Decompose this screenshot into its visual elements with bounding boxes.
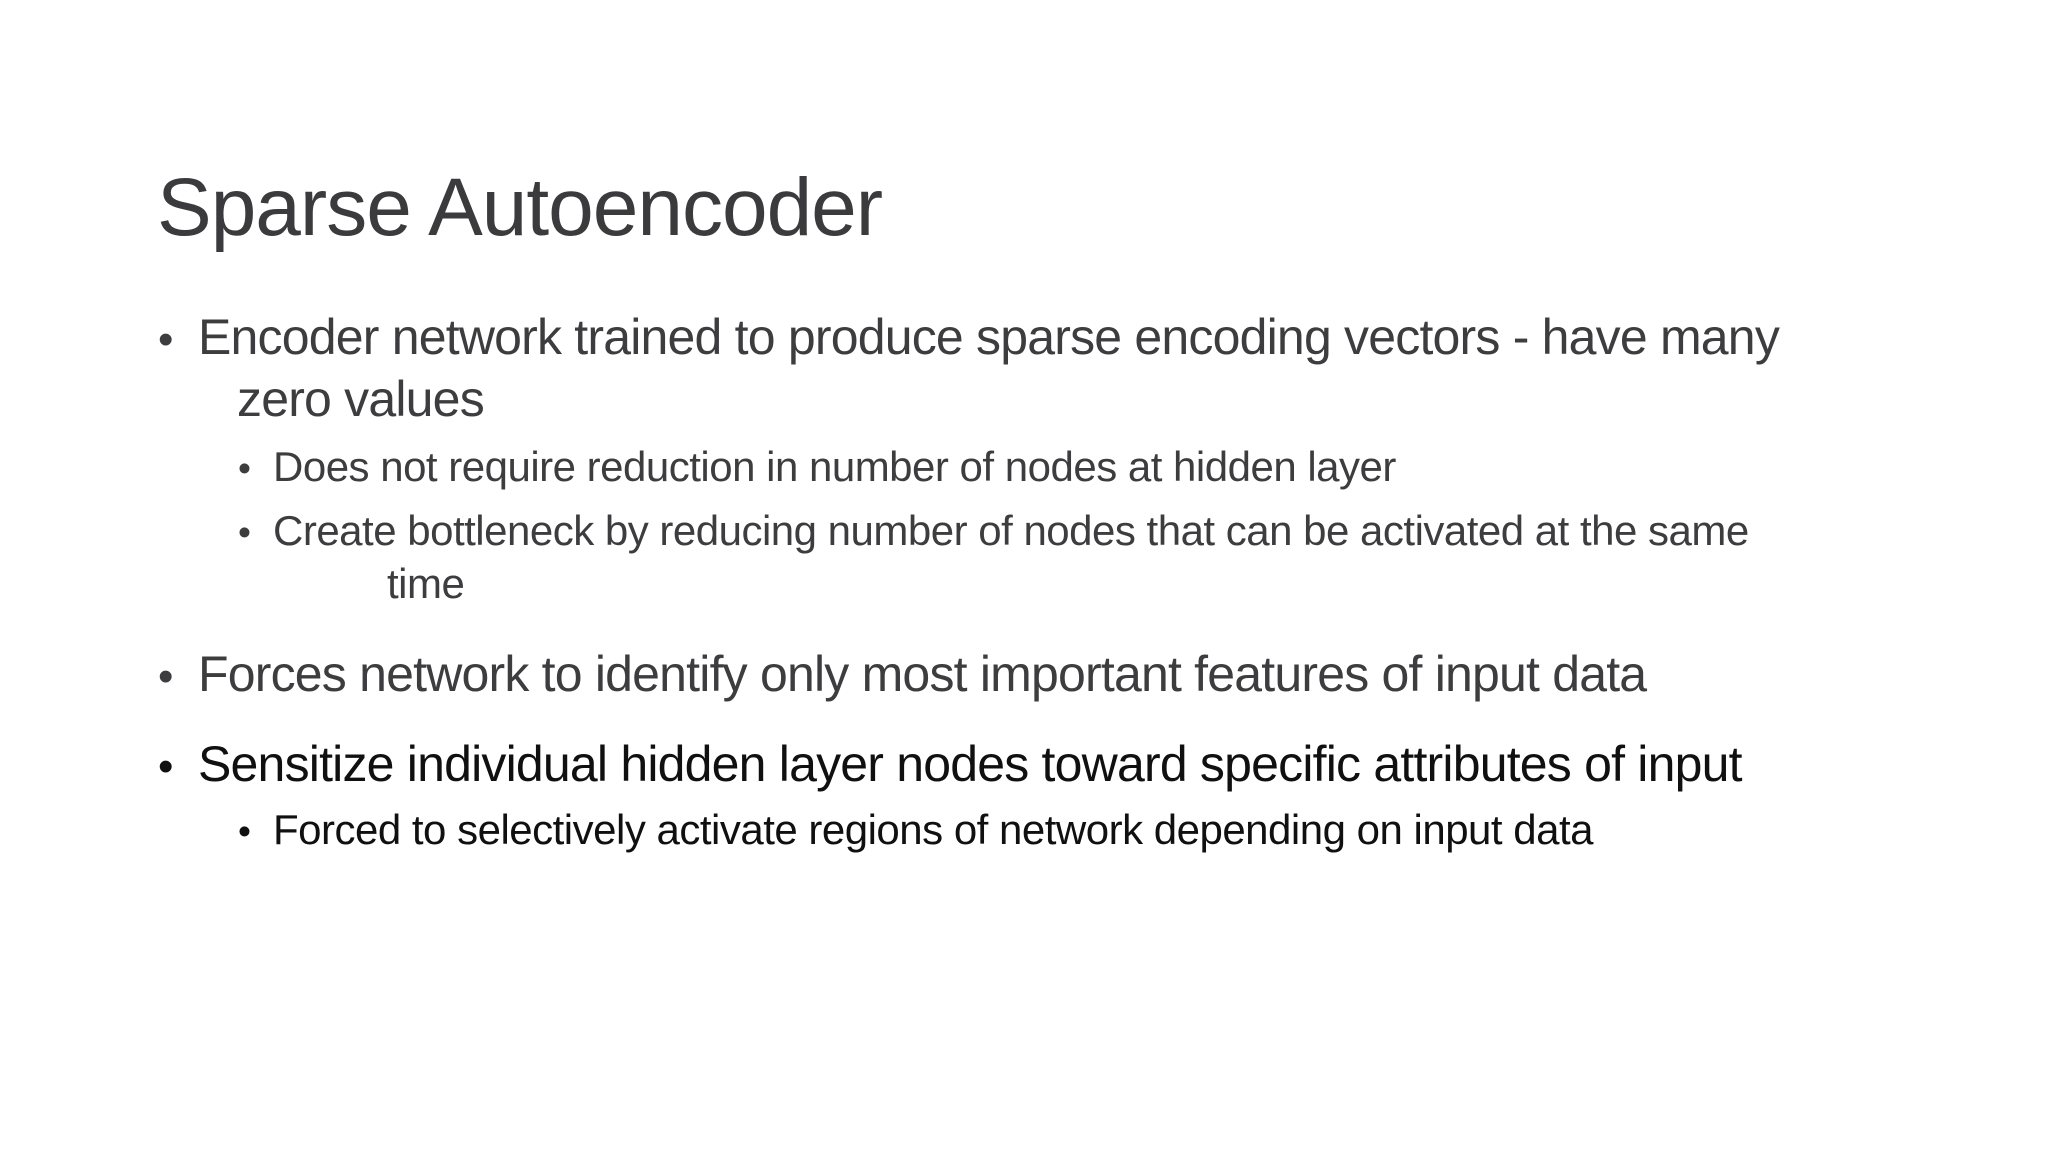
bullet-marker: • (158, 742, 173, 791)
sub-bullet-item-selective: • Forced to selectively activate regions … (238, 806, 1594, 853)
bullet-item-sensitize: • Sensitize individual hidden layer nodes… (158, 736, 1743, 792)
bullet-item-encoder: • Encoder network trained to produce spar… (158, 309, 1780, 365)
bullet-text: Does not require reduction in number of … (273, 443, 1396, 490)
bullet-text: Sensitize individual hidden layer nodes … (198, 736, 1743, 792)
sub-bullet-item-reduction: • Does not require reduction in number of… (238, 446, 1396, 488)
sub-bullet-item-bottleneck: • Create bottleneck by reducing number of… (238, 510, 1749, 552)
bullet-item-encoder-wrap: zero values (237, 371, 485, 427)
sub-bullet-item-bottleneck-wrap: time (387, 560, 465, 607)
bullet-text: time (387, 560, 465, 607)
bullet-marker: • (238, 811, 251, 852)
bullet-marker: • (238, 448, 251, 489)
bullet-text: Create bottleneck by reducing number of … (273, 507, 1749, 554)
bullet-text: Encoder network trained to produce spars… (198, 309, 1780, 365)
bullet-text: zero values (237, 371, 485, 427)
bullet-text: Forces network to identify only most imp… (198, 646, 1647, 702)
bullet-marker: • (238, 512, 251, 553)
bullet-item-forces: • Forces network to identify only most im… (158, 646, 1647, 702)
bullet-text: Forced to selectively activate regions o… (273, 806, 1594, 853)
bullet-marker: • (158, 652, 173, 701)
slide-title: Sparse Autoencoder (157, 161, 883, 253)
bullet-marker: • (158, 315, 173, 364)
